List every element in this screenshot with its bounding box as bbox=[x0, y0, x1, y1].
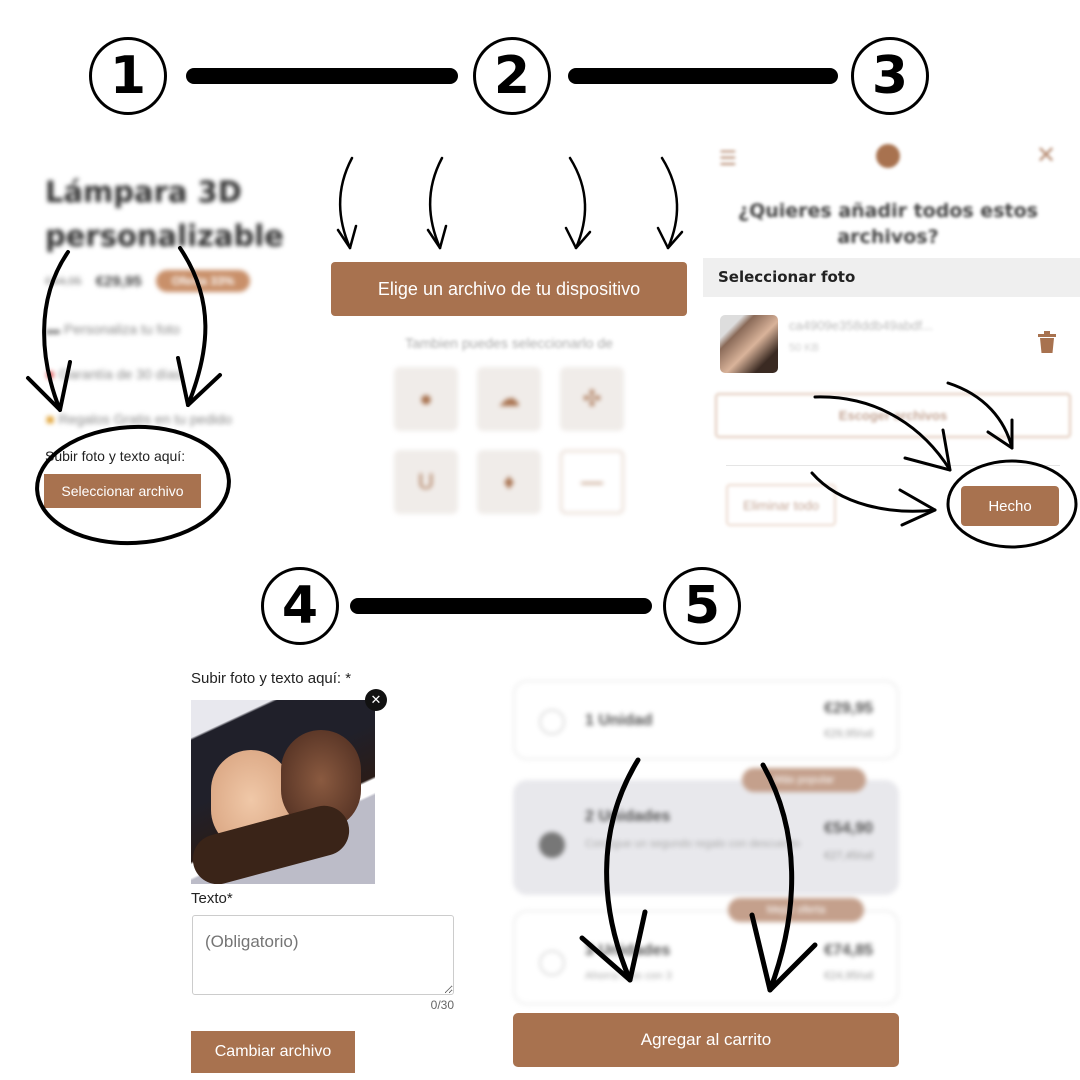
dialog-title: ¿Quieres añadir todos estos archivos? bbox=[738, 200, 1038, 248]
option-unit-price: €27,45/ud bbox=[824, 850, 873, 862]
uploaded-photo bbox=[191, 700, 375, 884]
arrow-icon bbox=[336, 156, 684, 250]
option-badge: Más popular bbox=[742, 768, 866, 792]
option-card-1[interactable]: 1 Unidad €29,95 €29,95/ud bbox=[513, 680, 899, 760]
option-badge: Mejor oferta bbox=[728, 898, 864, 922]
remove-all-button[interactable]: Eliminar todo bbox=[726, 484, 836, 526]
feature-item: ■ Garantía de 30 días bbox=[46, 366, 183, 382]
section-header: Seleccionar foto bbox=[718, 268, 856, 286]
step-5-badge: 5 bbox=[663, 567, 741, 645]
unsplash-icon: U bbox=[418, 469, 434, 494]
option-card-3[interactable]: 3 Unidades Ahorra más con 3 €74,85 €24,9… bbox=[513, 910, 899, 1005]
option-card-2[interactable]: 2 Unidades Consigue un segundo regalo co… bbox=[513, 780, 899, 895]
upload-label: Subir foto y texto aquí: bbox=[45, 448, 186, 464]
dropbox-source-button[interactable]: ♦ bbox=[477, 450, 541, 514]
feature-item: ■ Regalos Gratis en tu pedido bbox=[46, 411, 232, 427]
radio-button-selected[interactable] bbox=[539, 832, 565, 858]
divider bbox=[726, 465, 1060, 466]
option-unit-price: €29,95/ud bbox=[824, 728, 873, 740]
dropbox-icon: ♦ bbox=[503, 469, 515, 494]
cloud-source-button[interactable]: ☁ bbox=[477, 367, 541, 431]
text-label: Texto* bbox=[191, 890, 233, 907]
step-4-badge: 4 bbox=[261, 567, 339, 645]
radio-button[interactable] bbox=[539, 950, 565, 976]
file-thumbnail bbox=[720, 315, 778, 373]
connector-line bbox=[186, 68, 458, 84]
option-price: €74,85 bbox=[824, 942, 873, 959]
cloud-icon: ☁ bbox=[498, 386, 520, 411]
step-2-badge: 2 bbox=[473, 37, 551, 115]
more-icon: — bbox=[581, 469, 603, 494]
change-file-button[interactable]: Cambiar archivo bbox=[191, 1031, 355, 1073]
feature-icon: ■ bbox=[46, 366, 59, 382]
product-title-line1: Lámpara 3D bbox=[45, 175, 242, 209]
choose-from-device-button[interactable]: Elige un archivo de tu dispositivo bbox=[331, 262, 687, 316]
feature-icon: ■ bbox=[46, 411, 59, 427]
done-button[interactable]: Hecho bbox=[961, 486, 1059, 526]
feature-item: ▬ Personaliza tu foto bbox=[46, 321, 180, 337]
select-file-button[interactable]: Seleccionar archivo bbox=[44, 474, 201, 508]
add-to-cart-button[interactable]: Agregar al carrito bbox=[513, 1013, 899, 1067]
option-name: 2 Unidades bbox=[585, 808, 671, 825]
upload-label: Subir foto y texto aquí: * bbox=[191, 670, 352, 687]
option-name: 1 Unidad bbox=[585, 712, 653, 729]
discount-badge: Oferta 33% bbox=[155, 270, 251, 292]
char-counter: 0/30 bbox=[430, 998, 454, 1012]
menu-icon[interactable]: ☰ bbox=[719, 148, 737, 170]
file-name: ca4909e358ddb49abdf... bbox=[789, 318, 933, 333]
text-input[interactable] bbox=[192, 915, 454, 995]
price: €29,95 bbox=[95, 272, 142, 290]
radio-button[interactable] bbox=[539, 709, 565, 735]
logo-icon bbox=[876, 144, 900, 168]
remove-photo-close-icon[interactable]: ✕ bbox=[365, 689, 387, 711]
also-select-label: Tambien puedes seleccionarlo de bbox=[405, 335, 613, 351]
option-price: €54,90 bbox=[824, 820, 873, 837]
product-title-line2: personalizable bbox=[45, 219, 284, 253]
more-sources-button[interactable]: — bbox=[560, 450, 624, 514]
file-size: 50 KB bbox=[789, 342, 819, 354]
google-photos-icon: ✣ bbox=[582, 386, 602, 411]
old-price: €44,95 bbox=[45, 274, 82, 288]
connector-line bbox=[568, 68, 838, 84]
option-desc: Consigue un segundo regalo con descuento bbox=[585, 838, 801, 850]
trash-icon[interactable] bbox=[1038, 331, 1056, 353]
option-unit-price: €24,95/ud bbox=[824, 970, 873, 982]
close-icon[interactable]: ✕ bbox=[1036, 142, 1057, 169]
option-desc: Ahorra más con 3 bbox=[585, 970, 672, 982]
option-price: €29,95 bbox=[824, 700, 873, 717]
google-photos-source-button[interactable]: ✣ bbox=[560, 367, 624, 431]
feature-icon: ▬ bbox=[46, 321, 64, 337]
connector-line bbox=[350, 598, 652, 614]
option-name: 3 Unidades bbox=[585, 942, 671, 959]
facebook-source-button[interactable]: ● bbox=[394, 367, 458, 431]
facebook-icon: ● bbox=[419, 386, 433, 411]
step-3-badge: 3 bbox=[851, 37, 929, 115]
choose-files-button[interactable]: Escoger archivos bbox=[715, 393, 1071, 438]
step-1-badge: 1 bbox=[89, 37, 167, 115]
unsplash-source-button[interactable]: U bbox=[394, 450, 458, 514]
